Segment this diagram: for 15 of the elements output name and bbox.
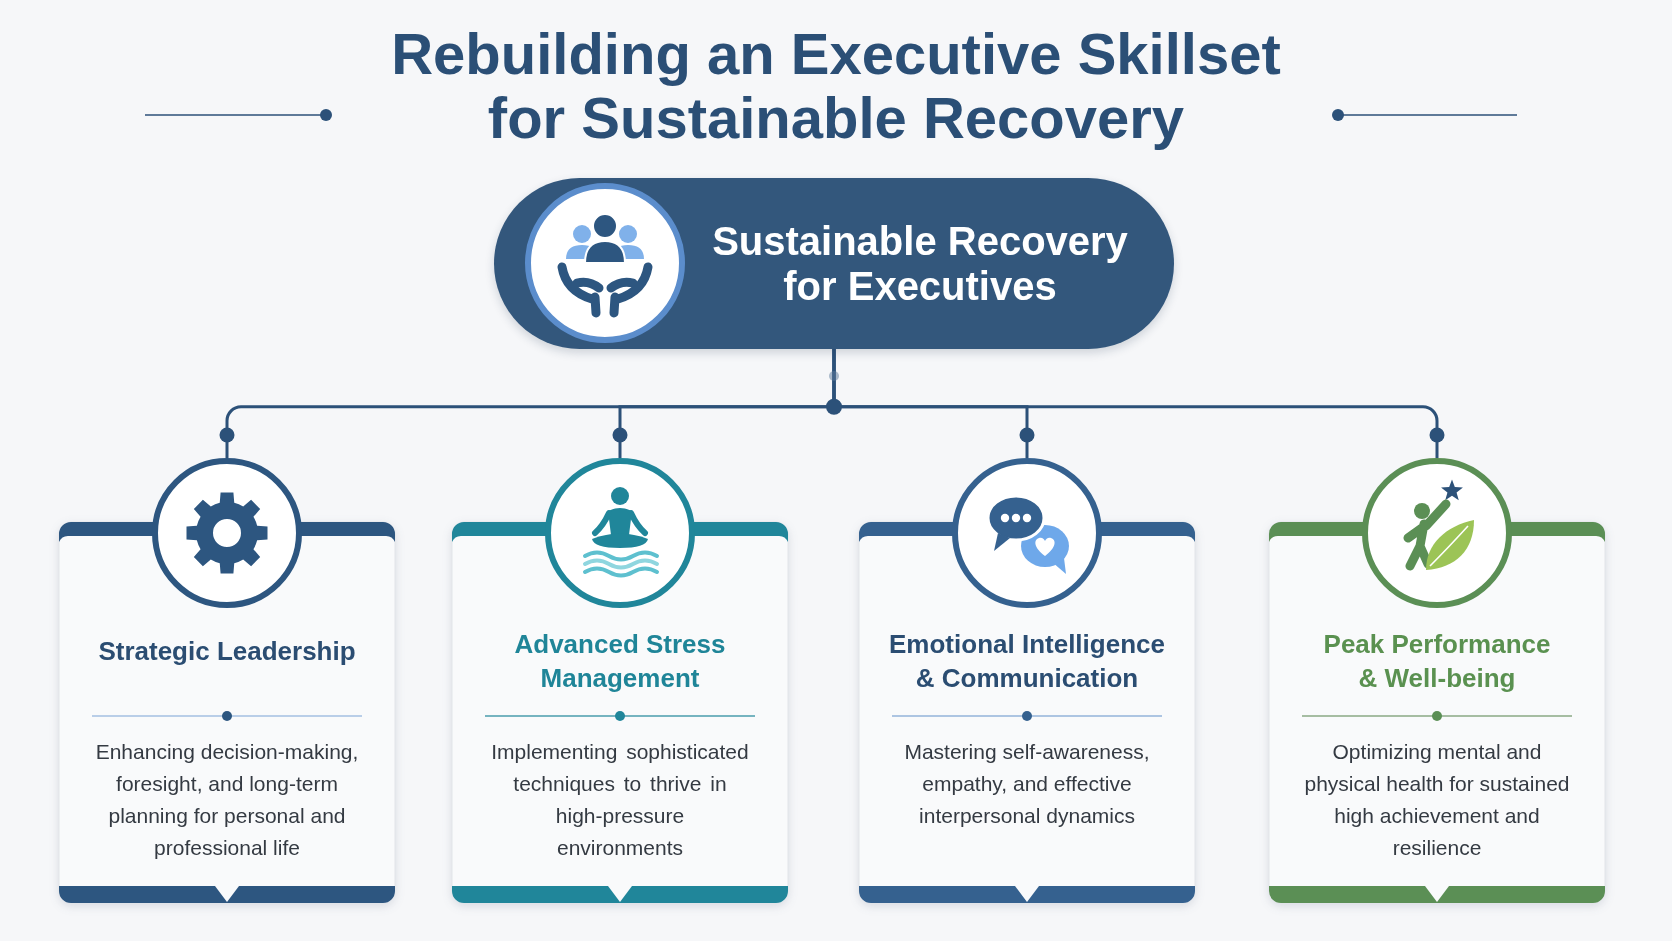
skill-card [452, 458, 788, 903]
card-description: Enhancing decision-making, foresight, and long-term planning for personal and professional life [94, 739, 360, 861]
connector-line [832, 349, 1439, 458]
skill-card [59, 458, 395, 903]
card-description: Implementing sophisticated techniques to thrive in high-pressure environments [490, 739, 750, 861]
card-description: Mastering self-awareness, empathy, and effective interpersonal dynamics [903, 739, 1151, 829]
card-heading: Advanced Stress Management [513, 628, 727, 695]
card-heading: Strategic Leadership [97, 635, 357, 668]
title: Rebuilding an Executive Skillset for Sustainable Recovery [390, 22, 1282, 150]
skill-card [859, 458, 1195, 903]
card-heading: Peak Performance & Well-being [1322, 628, 1552, 695]
card-description: Optimizing mental and physical health for sustained high achievement and resilience [1303, 739, 1571, 861]
hub-title: Sustainable Recovery for Executives [711, 218, 1129, 309]
skill-card [1269, 458, 1605, 903]
card-heading: Emotional Intelligence & Communication [888, 628, 1166, 695]
